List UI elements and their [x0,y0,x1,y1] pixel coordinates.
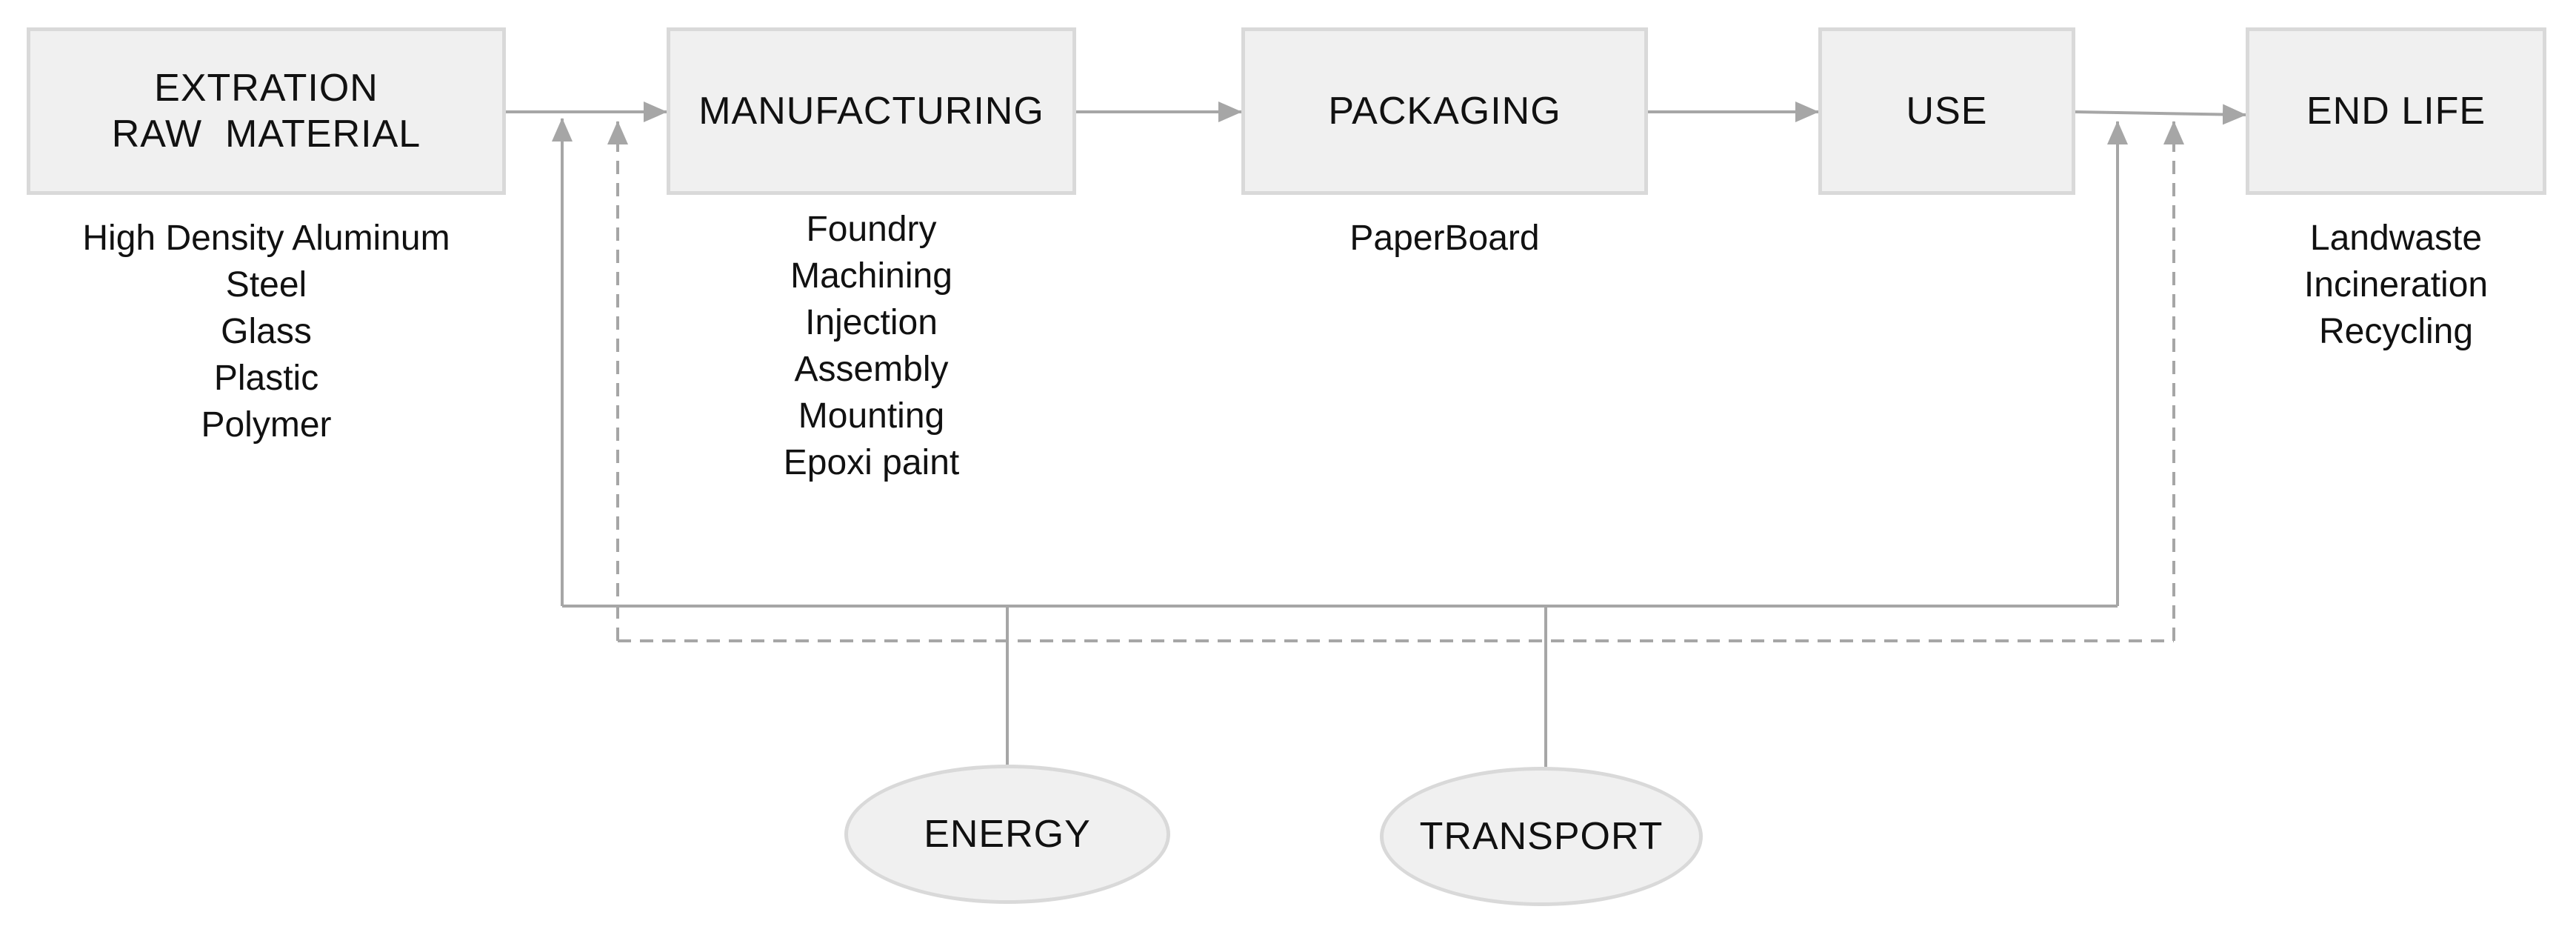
stage-packaging-label: PACKAGING [1328,90,1561,133]
stage-use: USE [1818,27,2075,195]
manufacturing-process-item: Epoxi paint [783,443,960,482]
transport-input-label: TRANSPORT [1419,815,1664,858]
manufacturing-process-item: Foundry [806,210,937,249]
materials-item: Glass [221,312,312,351]
energy-input: ENERGY [844,765,1170,904]
end-life-option-item: Incineration [2303,265,2489,305]
stage-packaging: PACKAGING [1241,27,1648,195]
stage-manufacturing-label: MANUFACTURING [698,90,1044,133]
manufacturing-processes-list: Foundry Machining Injection Assembly Mou… [667,206,1076,486]
materials-item: Plastic [213,359,319,398]
materials-item: Polymer [201,405,332,445]
end-life-option-item: Recycling [2318,312,2474,351]
manufacturing-process-item: Machining [790,256,952,296]
arrow-use-to-end-life [2075,104,2246,125]
end-life-option-item: Landwaste [2309,219,2483,258]
stage-extraction-raw-material: EXTRATION RAW MATERIAL [27,27,506,195]
packaging-materials-list: PaperBoard [1241,215,1648,262]
end-life-options-list: Landwaste Incineration Recycling [2246,215,2546,355]
stage-manufacturing: MANUFACTURING [667,27,1076,195]
materials-item: High Density Aluminum [82,219,450,258]
stage-extraction-line1: EXTRATION [154,67,378,110]
manufacturing-process-item: Injection [805,303,938,342]
materials-item: Steel [225,265,307,305]
stage-end-life-label: END LIFE [2306,90,2486,133]
materials-list: High Density Aluminum Steel Glass Plasti… [27,215,506,448]
manufacturing-process-item: Mounting [798,396,945,436]
stage-use-label: USE [1906,90,1988,133]
stage-extraction-line2: RAW MATERIAL [111,113,421,156]
energy-input-label: ENERGY [924,813,1091,856]
packaging-material-item: PaperBoard [1349,219,1540,258]
transport-input: TRANSPORT [1380,767,1703,906]
stage-end-life: END LIFE [2246,27,2546,195]
manufacturing-process-item: Assembly [794,350,949,389]
